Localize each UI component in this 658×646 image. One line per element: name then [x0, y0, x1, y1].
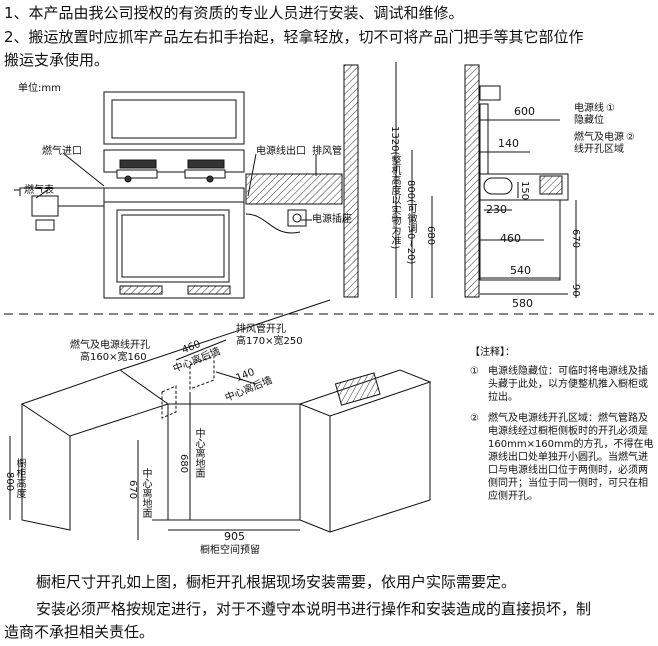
- unit-label: 单位:mm: [18, 83, 61, 94]
- outro-line-2b: 造商不承担相关责任。: [4, 623, 155, 641]
- dim-230: 230: [486, 203, 507, 216]
- exhaust-pipe-label: 排风管: [312, 146, 342, 157]
- dim-90: 90: [570, 284, 581, 297]
- outro-line-1: 橱柜尺寸开孔如上图，橱柜开孔根据现场安装需要，依用户实际需要定。: [36, 573, 517, 591]
- notes-title: 【注释】：: [470, 347, 515, 358]
- intro-line-2b: 搬运支承使用。: [4, 51, 110, 69]
- gas-meter-label: 燃气表: [24, 185, 54, 196]
- gas-power-hole-size: 高160×宽160: [80, 352, 147, 363]
- note-item: ① 电源线隐藏位：可临时将电源线及插头藏于此处，以方便整机推入橱柜或拉出。: [470, 365, 654, 404]
- exhaust-hole-size: 高170×宽250: [236, 336, 303, 347]
- note-number: ②: [470, 413, 479, 424]
- dim-800-cabinet: 800: [4, 472, 15, 492]
- dim-460: 460: [500, 232, 521, 245]
- center-to-floor-2: 中心离地面: [140, 468, 151, 518]
- outro-line-2a: 安装必须严格按规定进行，对于不遵守本说明书进行操作和安装造成的直接损坏，制: [36, 600, 592, 618]
- dim-600: 600: [514, 105, 535, 118]
- note-item: ② 燃气及电源线开孔区域：燃气管路及电源线经过橱柜侧板时的开孔必须是160mm×…: [470, 412, 654, 503]
- front-view-drawing: [14, 64, 359, 299]
- intro-line-2a: 2、搬运放置时应抓牢产品左右扣手抬起，轻拿轻放，切不可将产品门把手等其它部位作: [4, 28, 584, 46]
- dim-680-front: 680: [425, 226, 436, 246]
- reserved-space-label: 橱柜空间预留: [200, 545, 260, 556]
- power-cord-outlet-label: 电源线出口: [256, 146, 306, 157]
- note-text: 燃气及电源线开孔区域：燃气管路及电源线经过橱柜侧板时的开孔必须是160mm×16…: [488, 413, 654, 502]
- center-to-floor-1: 中心离地面: [193, 428, 204, 478]
- notes-panel: 【注释】： ① 电源线隐藏位：可临时将电源线及插头藏于此处，以方便整机推入橱柜或…: [470, 346, 654, 511]
- dim-680-cabinet: 680: [178, 454, 189, 474]
- note-text: 电源线隐藏位：可临时将电源线及插头藏于此处，以方便整机推入橱柜或拉出。: [488, 366, 648, 403]
- dim-670-side: 670: [570, 229, 581, 249]
- gas-power-hole-label: 燃气及电源线开孔: [70, 340, 150, 351]
- adjustable-height-label: 800(可微调0~20): [405, 180, 416, 265]
- dim-905: 905: [224, 530, 245, 543]
- dim-140: 140: [498, 137, 519, 150]
- callout-2-line-b: 线开孔区域: [574, 144, 624, 155]
- gas-inlet-label: 燃气进口: [42, 146, 82, 157]
- note-number: ①: [470, 366, 479, 377]
- dim-150: 150: [519, 181, 530, 201]
- dim-580: 580: [512, 297, 533, 310]
- dim-540: 540: [510, 264, 531, 277]
- cabinet-height-label: 橱柜高度: [14, 458, 25, 498]
- side-view-drawing: [395, 62, 577, 298]
- exhaust-hole-label: 排风管开孔: [236, 324, 286, 335]
- power-socket-label: 电源插座: [312, 214, 352, 225]
- cabinet-drawing: [9, 299, 432, 540]
- callout-1-line-b: 隐藏位: [574, 115, 604, 126]
- overall-height-label: 1320(整机高度以实物为准): [389, 126, 400, 250]
- dim-670-cabinet: 670: [127, 480, 138, 500]
- intro-line-1: 1、本产品由我公司授权的有资质的专业人员进行安装、调试和维修。: [4, 4, 464, 22]
